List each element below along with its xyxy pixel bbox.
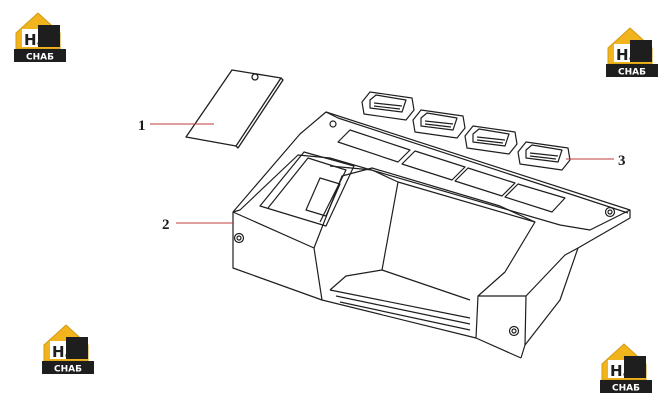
switch-bezel-3 [464, 125, 518, 155]
logo-bottom-right: H3 СНАБ [600, 343, 652, 394]
part-3-switches [361, 91, 571, 171]
callout-3: 3 [566, 153, 626, 169]
logo-caption: СНАБ [26, 53, 54, 63]
logo-top-right: H3 СНАБ [606, 27, 658, 78]
switch-bezel-1 [361, 91, 415, 121]
callout-label: 1 [138, 118, 146, 134]
logo-mark: H3 [616, 46, 639, 64]
callout-2: 2 [162, 217, 234, 233]
callout-1: 1 [138, 118, 214, 134]
callout-label: 2 [162, 217, 170, 233]
logo-mark: H3 [610, 362, 633, 380]
logo-bottom-left: H3 СНАБ [42, 324, 94, 375]
logo-mark: H3 [52, 343, 75, 361]
logo-caption: СНАБ [618, 68, 646, 78]
logo-mark: H3 [24, 31, 47, 49]
logo-top-left: H3 СНАБ [14, 12, 66, 63]
part-2-housing [232, 111, 631, 359]
switch-bezel-2 [412, 109, 466, 139]
callout-label: 3 [618, 153, 626, 169]
part-1-panel [185, 69, 284, 149]
logo-caption: СНАБ [54, 365, 82, 375]
switch-bezel-4 [517, 141, 571, 171]
logo-caption: СНАБ [612, 384, 640, 394]
